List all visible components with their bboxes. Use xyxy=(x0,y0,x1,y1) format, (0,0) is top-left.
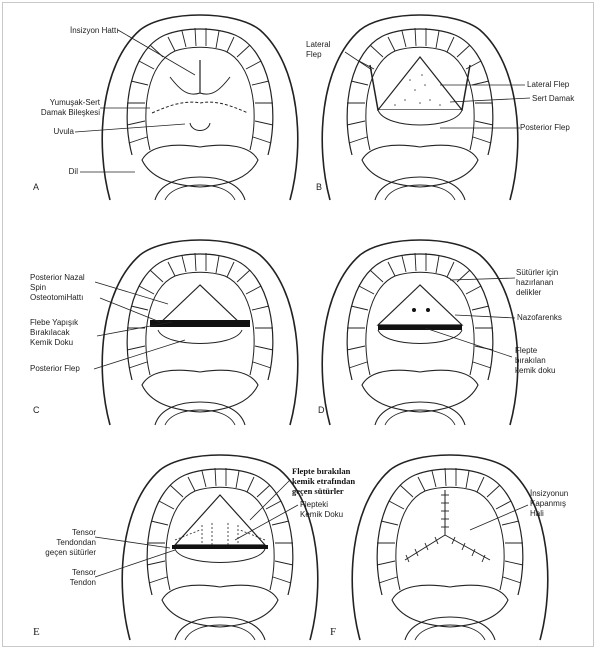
panel-d-drawing xyxy=(322,240,518,425)
label-closed-incision-1: İnsizyonun xyxy=(530,489,568,499)
label-flap-bone-d-2: bırakılan xyxy=(515,356,546,366)
label-tensor-sutures-1: Tensor xyxy=(20,528,96,538)
label-bone-1: Flebe Yapışık xyxy=(30,318,78,328)
label-flap-bone-e-2: Kemik Doku xyxy=(300,510,343,520)
panel-letter-b: B xyxy=(316,182,322,192)
label-bone-3: Kemik Doku xyxy=(30,338,73,348)
label-nasopharynx: Nazofarenks xyxy=(517,313,562,323)
label-posterior-flap-c: Posterior Flep xyxy=(30,364,80,374)
label-suture-holes-2: hazırlanan xyxy=(516,278,553,288)
label-soft-hard-junction-1: Yumuşak-Sert xyxy=(20,98,100,108)
panel-letter-f: F xyxy=(330,626,336,638)
label-sutures-e-3: geçen sütürler xyxy=(292,486,344,496)
panel-b-drawing xyxy=(322,15,518,200)
label-suture-holes-3: delikler xyxy=(516,288,541,298)
label-closed-incision-2: Kapanmış xyxy=(530,499,566,509)
label-tensor-tendon-1: Tensor xyxy=(20,568,96,578)
label-hard-palate: Sert Damak xyxy=(532,94,574,104)
label-uvula: Uvula xyxy=(20,127,74,137)
label-tensor-tendon-2: Tendon xyxy=(20,578,96,588)
panel-letter-c: C xyxy=(33,405,40,415)
panel-e-drawing xyxy=(122,455,318,640)
label-posterior-nasal-1: Posterior Nazal xyxy=(30,273,85,283)
label-bone-2: Bırakılacak xyxy=(30,328,70,338)
label-sutures-e-2: kemik etrafından xyxy=(292,476,355,486)
label-lateral-flap-left-2: Flep xyxy=(306,50,322,60)
label-suture-holes-1: Sütürler için xyxy=(516,268,558,278)
label-lateral-flap-left-1: Lateral xyxy=(306,40,330,50)
label-posterior-flap-b: Posterior Flep xyxy=(520,123,570,133)
label-tensor-sutures-2: Tendondan xyxy=(20,538,96,548)
label-tongue: Dil xyxy=(20,167,78,177)
label-soft-hard-junction-2: Damak Bileşkesi xyxy=(20,108,100,118)
panel-letter-a: A xyxy=(33,182,39,192)
label-flap-bone-d-3: kemik doku xyxy=(515,366,555,376)
label-closed-incision-3: Hali xyxy=(530,509,544,519)
panel-f-drawing xyxy=(352,455,548,640)
panel-letter-d: D xyxy=(318,405,325,415)
label-lateral-flap-right: Lateral Flep xyxy=(527,80,569,90)
label-osteotomy-line: OsteotomiHattı xyxy=(30,293,83,303)
label-sutures-e-1: Flepte bırakılan xyxy=(292,466,350,476)
label-flap-bone-e-1: Flepteki xyxy=(300,500,328,510)
panel-c-drawing xyxy=(102,240,298,425)
label-flap-bone-d-1: Flepte xyxy=(515,346,537,356)
label-incision-line: İnsizyon Hattı xyxy=(70,26,118,36)
label-tensor-sutures-3: geçen sütürler xyxy=(20,548,96,558)
label-posterior-nasal-2: Spin xyxy=(30,283,46,293)
panel-letter-e: E xyxy=(33,626,40,638)
